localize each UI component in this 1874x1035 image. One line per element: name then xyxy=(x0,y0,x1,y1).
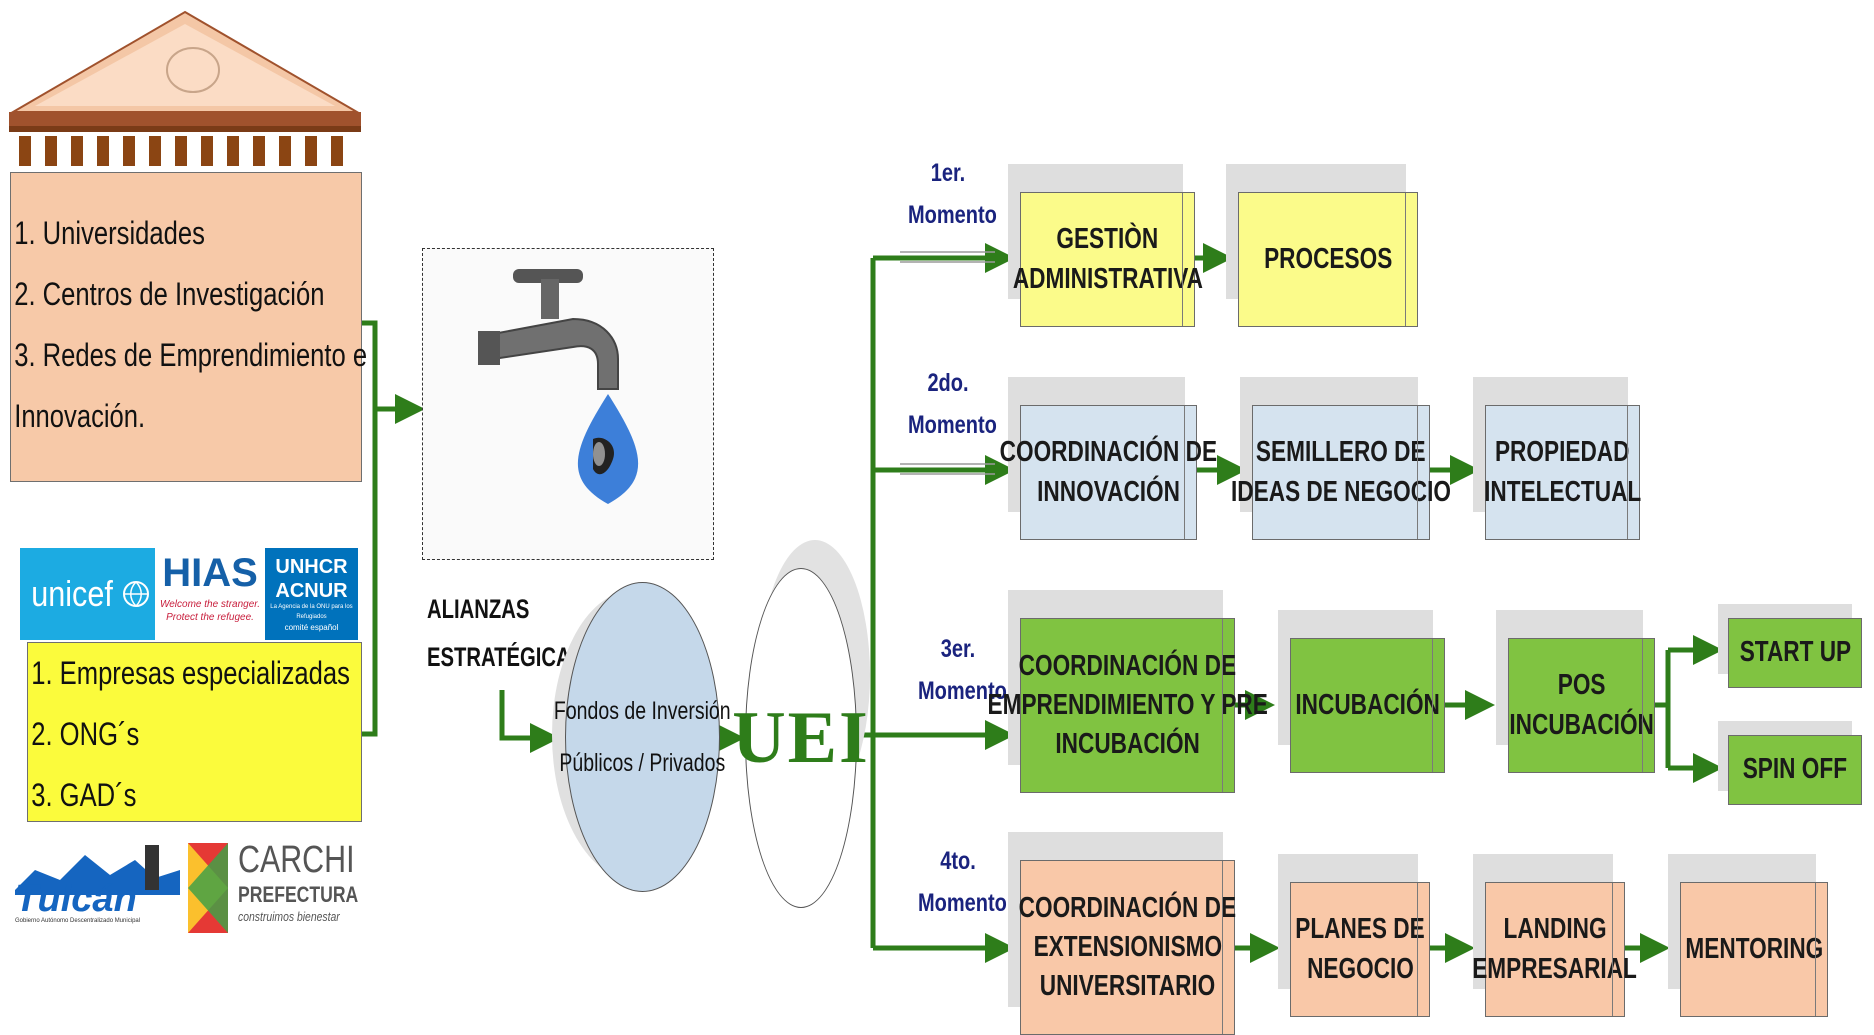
uei-node: UEI xyxy=(732,568,868,908)
outcome-start-up: START UP xyxy=(1728,618,1862,688)
outcome-spin-off: SPIN OFF xyxy=(1728,735,1862,805)
moment-2-label: 2do.Momento xyxy=(908,369,997,439)
step-mentoring: MENTORING xyxy=(1680,882,1828,1017)
carchi-logo: CARCHI PREFECTURA construimos bienestar xyxy=(183,838,358,940)
moment-4-label: 4to.Momento xyxy=(918,847,1007,917)
tulcan-logo: Tulcán Gobierno Autónomo Descentralizado… xyxy=(15,840,180,938)
unhcr-logo: UNHCR ACNUR La Agencia de la ONU para lo… xyxy=(265,548,358,640)
hias-logo: HIAS Welcome the stranger. Protect the r… xyxy=(158,548,262,640)
globe-icon xyxy=(122,581,149,607)
temple-roof-icon xyxy=(9,10,361,166)
institution-item: 2. Centros de Investigación xyxy=(14,276,325,312)
partner-item: 1. Empresas especializadas xyxy=(31,655,350,691)
partner-item: 3. GAD´s xyxy=(31,777,137,813)
step-incubacion: INCUBACIÓN xyxy=(1290,638,1445,773)
institution-item: Innovación. xyxy=(14,398,146,434)
moment-1-label: 1er.Momento xyxy=(908,159,997,229)
faucet-image-frame xyxy=(422,248,714,560)
unicef-logo: unicef xyxy=(20,548,155,640)
institution-item: 1. Universidades xyxy=(14,215,205,251)
partners-box: 1. Empresas especializadas 2. ONG´s 3. G… xyxy=(27,642,362,822)
moment-3-label: 3er.Momento xyxy=(918,635,1007,705)
funds-ellipse: Fondos de Inversión Públicos / Privados xyxy=(554,582,731,892)
city-skyline-icon xyxy=(15,845,180,895)
carchi-emblem-icon xyxy=(188,843,228,933)
partner-item: 2. ONG´s xyxy=(31,716,140,752)
alliances-label: ALIANZAS ESTRATÉGICAS xyxy=(427,594,585,672)
step-procesos: PROCESOS xyxy=(1238,192,1418,327)
institution-item: 3. Redes de Emprendimiento e xyxy=(14,337,368,373)
institutions-box: 1. Universidades 2. Centros de Investiga… xyxy=(10,172,368,482)
faucet-water-drop-icon xyxy=(478,269,639,504)
